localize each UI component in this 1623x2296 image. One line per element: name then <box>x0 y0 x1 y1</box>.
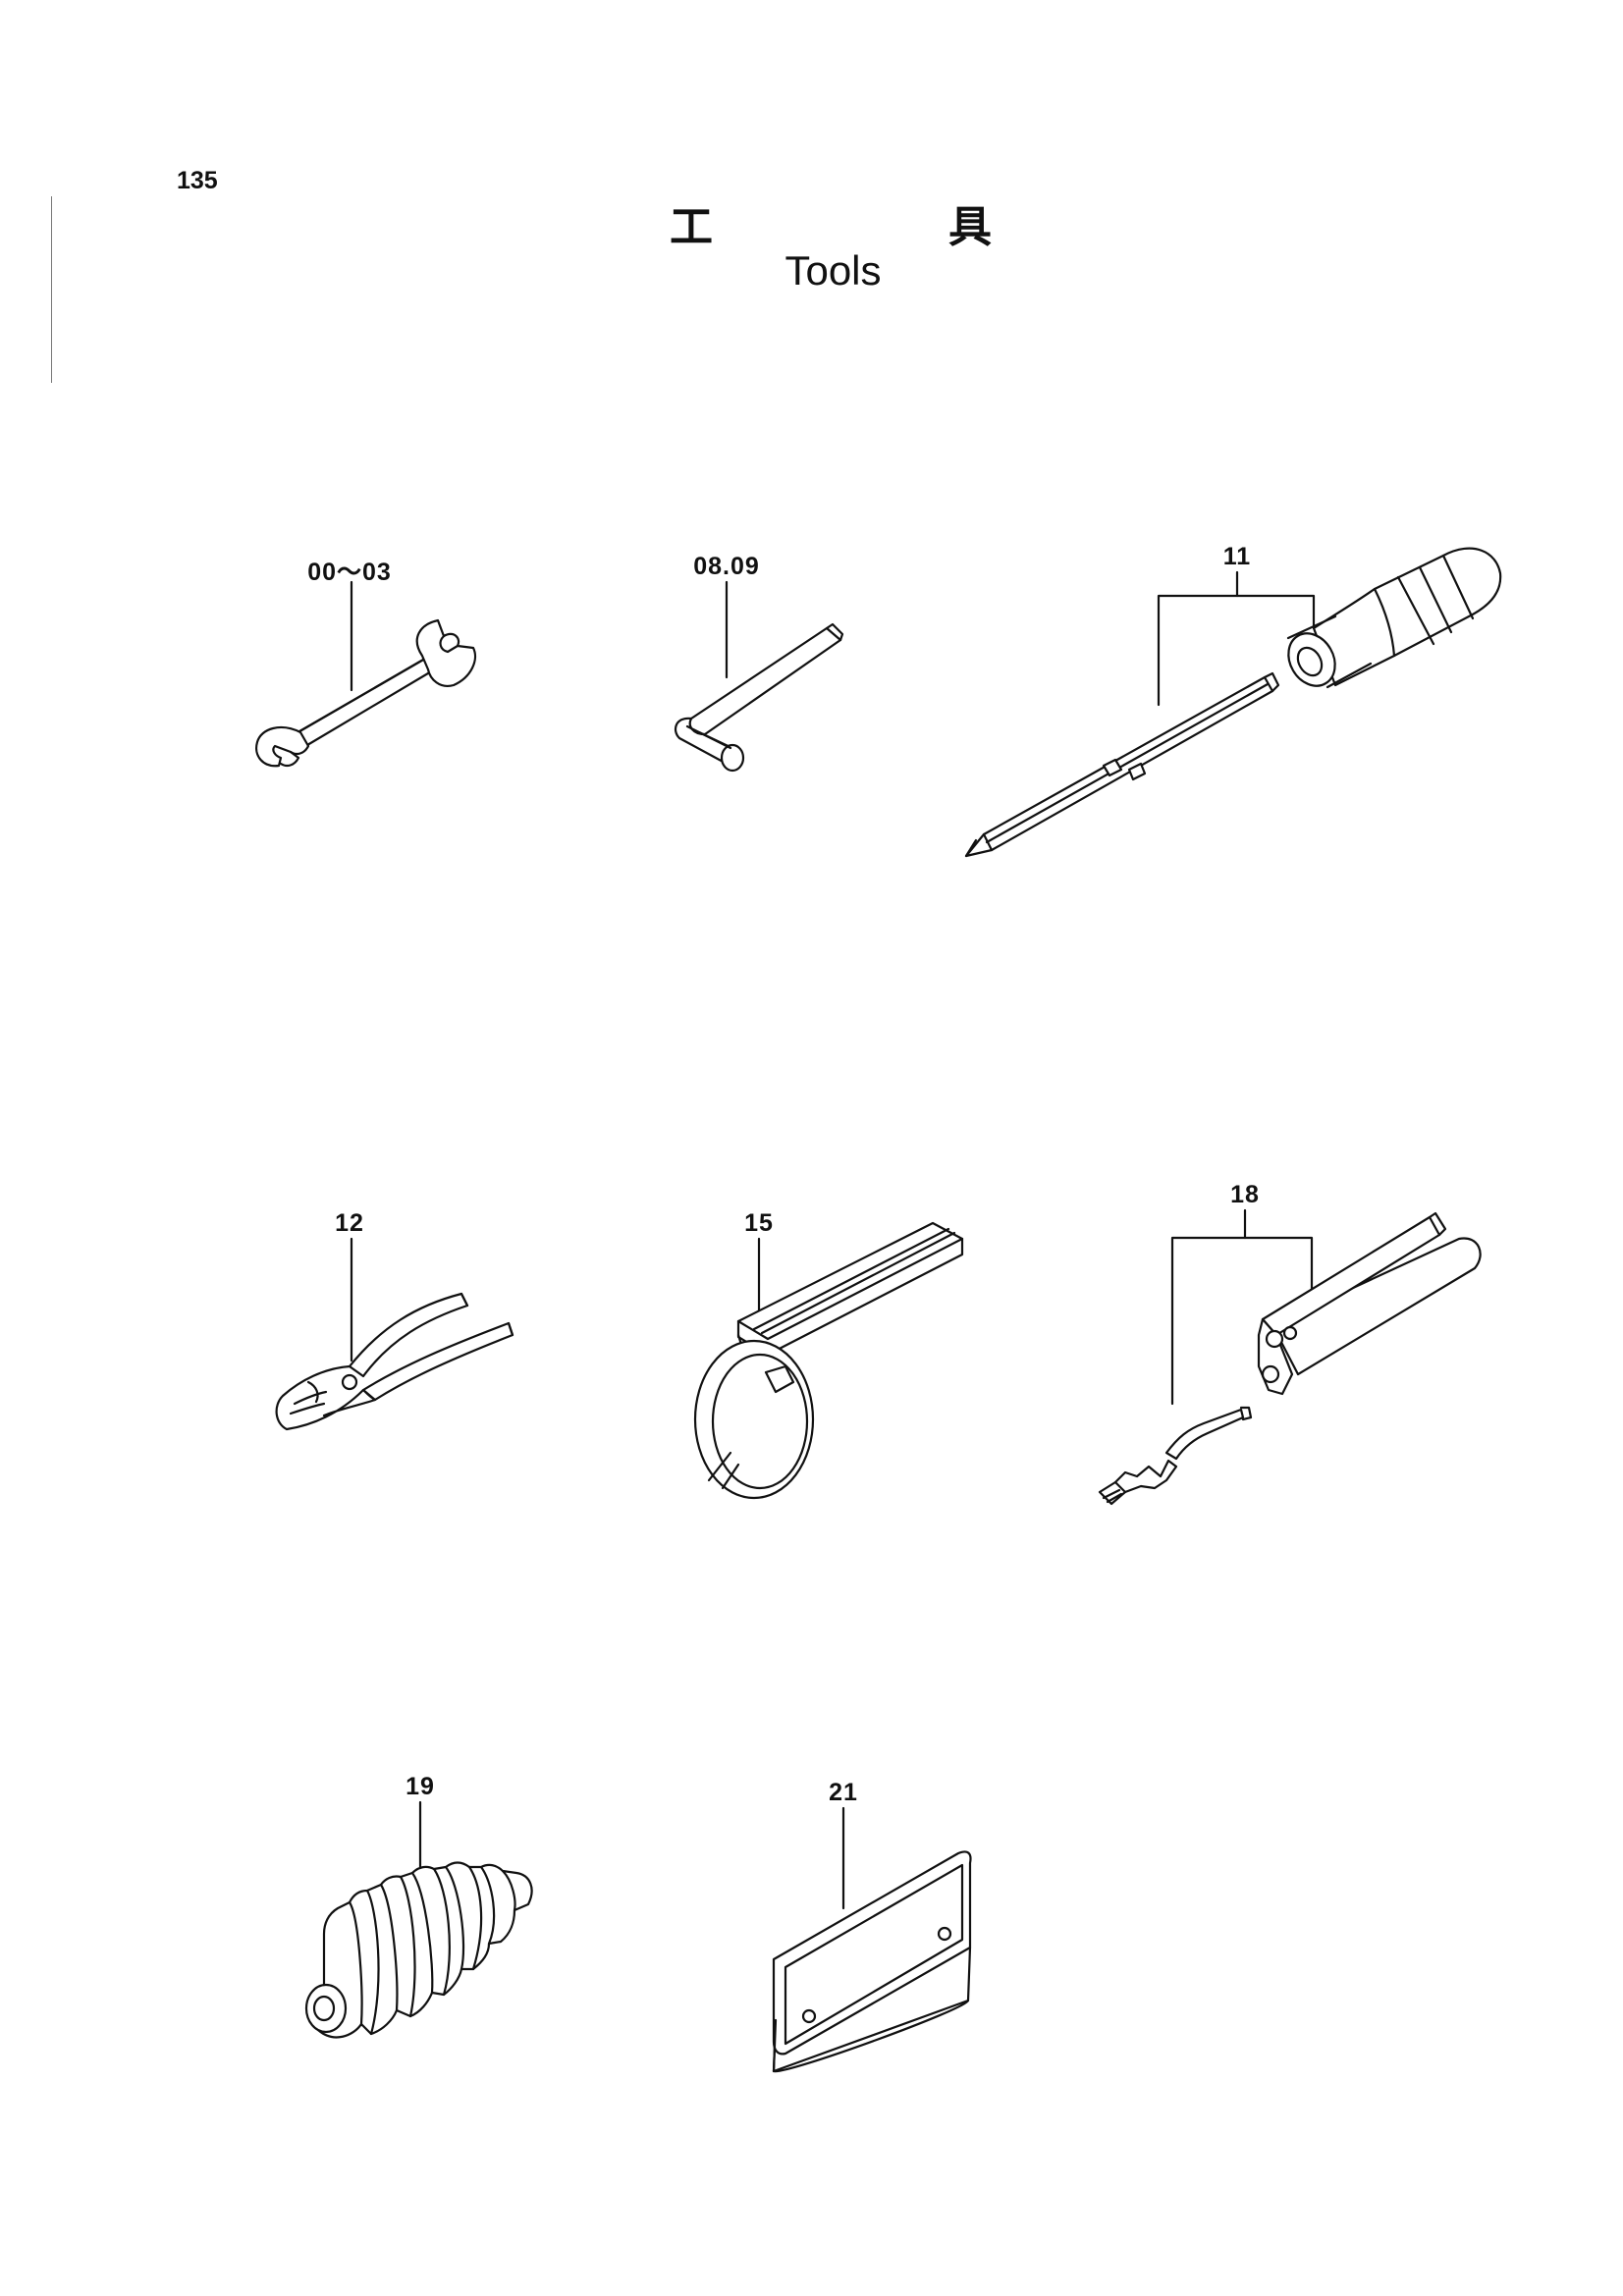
callout-wrench: 00～03 <box>307 559 392 586</box>
callout-hex-key: 08.09 <box>693 553 760 580</box>
callout-pliers: 12 <box>335 1209 364 1237</box>
pliers-illustration <box>277 1239 513 1429</box>
wrench-illustration <box>256 582 475 766</box>
title-jp-left: 工 <box>670 202 713 252</box>
tool-bag-illustration <box>774 1808 971 2071</box>
title-jp-right: 具 <box>948 202 992 252</box>
screwdriver-illustration <box>966 549 1500 856</box>
hex-key-illustration <box>676 582 842 771</box>
callout-boot: 19 <box>406 1773 435 1800</box>
grease-gun-illustration <box>1100 1210 1481 1504</box>
callout-grease-gun: 18 <box>1230 1181 1260 1208</box>
filter-wrench-illustration <box>695 1223 962 1498</box>
callout-tool-bag: 21 <box>829 1779 858 1806</box>
boot-illustration <box>306 1802 532 2037</box>
title-en: Tools <box>784 247 882 294</box>
callout-filter-wrench: 15 <box>744 1209 774 1237</box>
callout-screwdriver: 11 <box>1222 543 1252 570</box>
margin-line <box>51 196 52 383</box>
page-number: 135 <box>177 167 218 194</box>
